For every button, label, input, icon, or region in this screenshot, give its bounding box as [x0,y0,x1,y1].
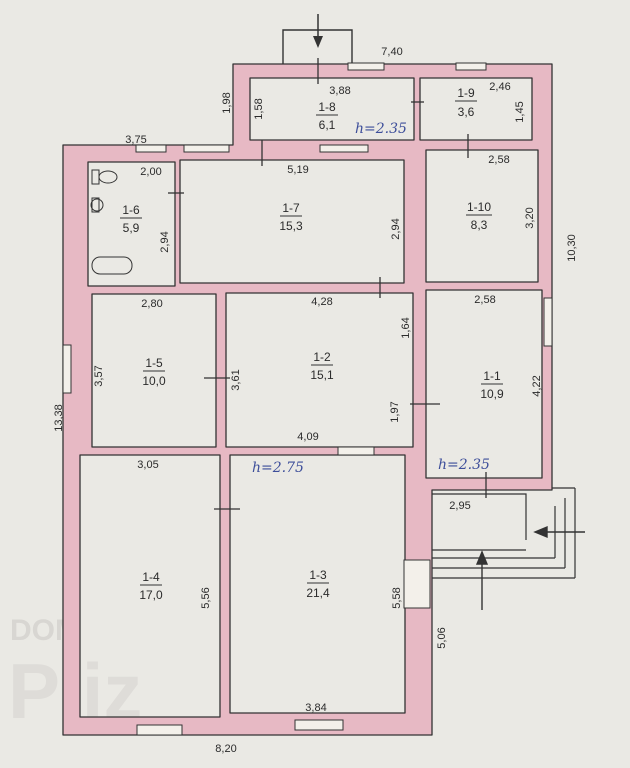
dim-porch-width: 2,95 [449,500,470,512]
dim-r10-height: 3,20 [524,207,536,228]
note-height-porch: h=2.35 [438,457,490,473]
windows [62,62,553,736]
dim-overall-right: 10,30 [566,234,578,262]
dim-r1-height: 4,22 [531,375,543,396]
dim-r6-width: 2,00 [140,166,161,178]
dim-r4-height: 5,56 [200,587,212,608]
entrance-top [282,14,353,64]
svg-text:3,6: 3,6 [458,105,475,119]
dim-r1-width: 2,58 [474,294,495,306]
sink-icon [90,197,104,213]
svg-text:21,4: 21,4 [306,586,330,600]
svg-text:5,9: 5,9 [123,221,140,235]
toilet-icon [91,169,118,185]
dim-wing-top: 3,75 [125,134,146,146]
note-height-main: h=2.75 [252,460,304,476]
entrance-arrows [475,525,585,610]
dimension-labels: 7,40 1,98 3,88 1,58 2,46 1,45 3,75 2,00 … [53,46,578,755]
dim-overall-top: 7,40 [381,46,402,58]
dim-r3-width: 3,84 [305,702,326,714]
dim-r5-width: 2,80 [141,298,162,310]
note-height-annex: h=2.35 [355,121,407,137]
room-1-6: 1-65,9 [120,203,142,235]
dim-r7-height: 2,94 [390,218,402,239]
room-1-5: 1-5 10,0 [142,356,166,388]
svg-text:1-2: 1-2 [313,350,331,364]
dim-annex-height: 1,98 [221,92,233,113]
svg-text:1-10: 1-10 [467,200,491,214]
room-1-8: 1-86,1 [316,100,338,132]
room-1-2: 1-2 15,1 [310,350,334,382]
dim-r3-height: 5,58 [391,587,403,608]
dim-r8-height: 1,58 [253,98,265,119]
dim-r2-width-top: 4,28 [311,296,332,308]
height-notes: h=2.35 h=2.75 h=2.35 [252,121,490,476]
door-ticks [168,58,487,510]
dim-r2-height-left: 3,61 [230,369,242,390]
dim-overall-left: 13,38 [53,404,65,432]
room-1-4: 1-4 17,0 [139,570,163,602]
svg-text:15,1: 15,1 [310,368,334,382]
svg-text:6,1: 6,1 [319,118,336,132]
dim-r6-height: 2,94 [159,231,171,252]
bathroom-fixtures [90,169,133,275]
room-1-10: 1-10 8,3 [466,200,492,232]
dim-r5-height: 3,57 [93,365,105,386]
dim-r2-width-bottom: 4,09 [297,431,318,443]
svg-text:8,3: 8,3 [471,218,488,232]
porch [432,487,576,579]
dim-r9-height: 1,45 [514,101,526,122]
dim-r2-height-right-top: 1,64 [400,317,412,338]
dim-r7-width: 5,19 [287,164,308,176]
svg-text:1-5: 1-5 [145,356,163,370]
dim-r2-height-right-bottom: 1,97 [389,401,401,422]
svg-text:1-1: 1-1 [483,369,501,383]
room-1-1: 1-1 10,9 [480,369,504,401]
svg-text:1-9: 1-9 [457,86,475,100]
svg-text:1-4: 1-4 [142,570,160,584]
dim-r9-width: 2,46 [489,81,510,93]
svg-text:1-6: 1-6 [122,203,140,217]
bathtub-icon [91,256,133,275]
dim-r10-width: 2,58 [488,154,509,166]
svg-text:10,9: 10,9 [480,387,504,401]
dim-overall-bottom: 8,20 [215,743,236,755]
svg-text:15,3: 15,3 [279,219,303,233]
room-1-9: 1-93,6 [455,86,477,119]
svg-text:1-3: 1-3 [309,568,327,582]
svg-text:17,0: 17,0 [139,588,163,602]
dim-porch-height: 5,06 [436,627,448,648]
svg-text:1-8: 1-8 [318,100,336,114]
room-1-7: 1-7 15,3 [279,201,303,233]
svg-text:10,0: 10,0 [142,374,166,388]
dim-r8-width: 3,88 [329,85,350,97]
dim-r4-width: 3,05 [137,459,158,471]
svg-text:1-7: 1-7 [282,201,300,215]
room-labels: 1-110,9 1-215,1 1-321,4 1-417,0 1-510,0 … [120,86,504,602]
room-1-3: 1-3 21,4 [306,568,330,600]
